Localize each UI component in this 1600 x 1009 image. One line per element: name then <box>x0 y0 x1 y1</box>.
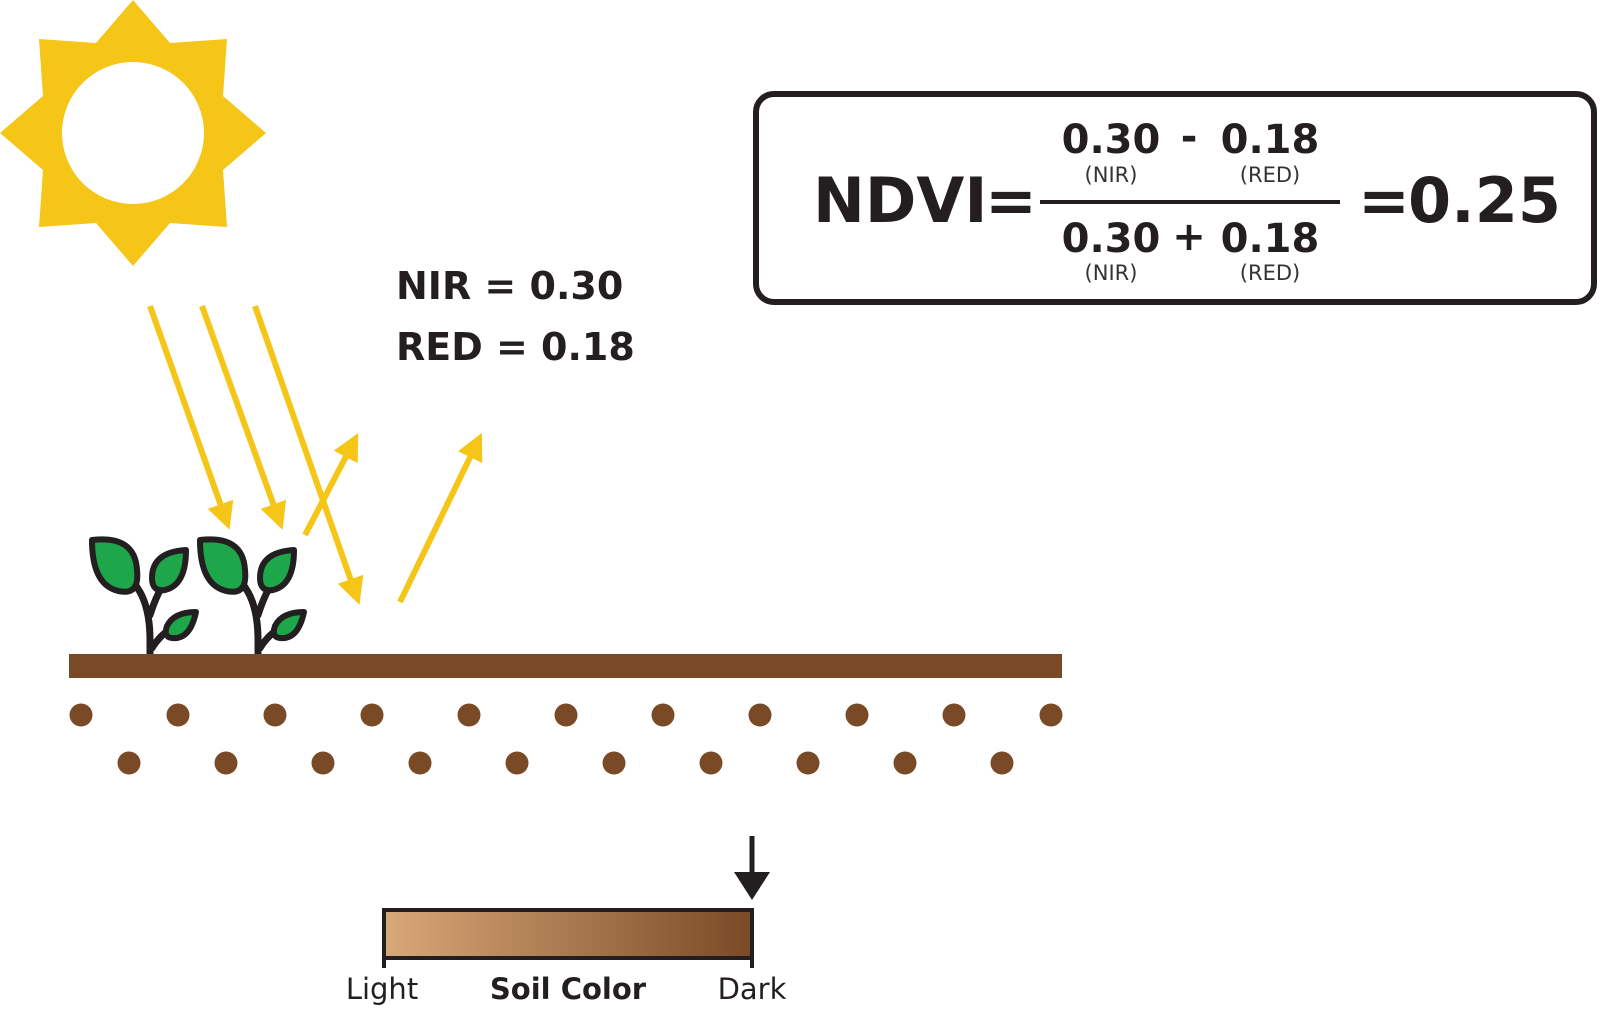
soil-particle <box>602 751 626 775</box>
numerator-nir-label: (NIR) <box>1085 163 1138 187</box>
ndvi-equals: = <box>985 164 1037 237</box>
down-arrow-icon <box>734 836 770 900</box>
soil-particle <box>117 751 141 775</box>
soil-particle <box>408 751 432 775</box>
scale-label-light: Light <box>346 972 418 1006</box>
incoming-ray <box>252 305 364 605</box>
soil-particle <box>1039 703 1063 727</box>
scale-label-dark: Dark <box>718 972 787 1006</box>
soil-particle <box>796 751 820 775</box>
numerator-red: 0.18 <box>1221 117 1320 163</box>
incoming-ray <box>147 304 234 530</box>
red-value: RED = 0.18 <box>396 325 635 369</box>
denominator-nir-label: (NIR) <box>1085 261 1138 285</box>
formula-box <box>753 91 1597 305</box>
soil-color-bar <box>382 908 754 960</box>
reflected-rays <box>302 432 483 604</box>
soil-particle <box>69 703 93 727</box>
soil-particle <box>990 751 1014 775</box>
soil-color-scale: Light Soil Color Dark <box>346 836 787 1006</box>
reflected-ray <box>302 433 359 537</box>
nir-value: NIR = 0.30 <box>396 264 623 308</box>
soil-particle <box>166 703 190 727</box>
soil-particle <box>748 703 772 727</box>
soil-particles <box>69 703 1063 775</box>
numerator-operator: - <box>1181 114 1198 160</box>
soil-particle <box>554 703 578 727</box>
sun-icon <box>0 0 266 266</box>
plant-icon <box>197 536 307 666</box>
numerator-red-label: (RED) <box>1240 163 1300 187</box>
soil-particle <box>505 751 529 775</box>
ndvi-result: 0.25 <box>1408 164 1561 237</box>
result-equals: = <box>1358 164 1410 237</box>
soil-particle <box>457 703 481 727</box>
soil-particle <box>311 751 335 775</box>
soil-particle <box>214 751 238 775</box>
numerator-nir: 0.30 <box>1062 117 1161 163</box>
denominator-nir: 0.30 <box>1062 216 1161 262</box>
soil-particle <box>893 751 917 775</box>
incoming-rays <box>147 304 364 605</box>
soil-surface <box>69 654 1062 678</box>
soil-particle <box>360 703 384 727</box>
sun-core <box>62 62 204 204</box>
soil-particle <box>942 703 966 727</box>
plant-icon <box>89 536 199 666</box>
scale-label-title: Soil Color <box>490 972 647 1006</box>
denominator-red: 0.18 <box>1221 216 1320 262</box>
reflected-ray <box>397 432 483 604</box>
soil-particle <box>651 703 675 727</box>
ndvi-label: NDVI <box>813 164 987 237</box>
incoming-ray <box>199 304 287 530</box>
ndvi-formula: NDVI = 0.30 (NIR) - 0.18 (RED) 0.30 (NIR… <box>753 91 1597 305</box>
denominator-operator: + <box>1172 214 1206 260</box>
denominator-red-label: (RED) <box>1240 261 1300 285</box>
soil-particle <box>845 703 869 727</box>
soil-particle <box>699 751 723 775</box>
soil-particle <box>263 703 287 727</box>
